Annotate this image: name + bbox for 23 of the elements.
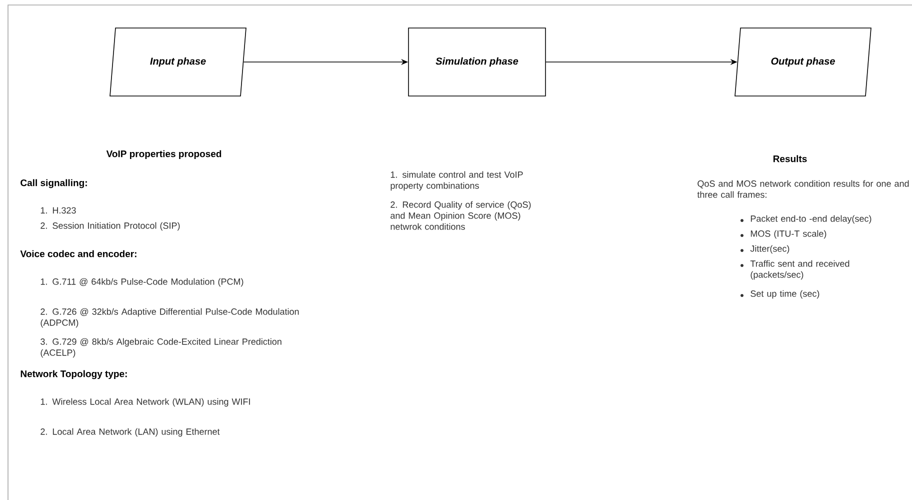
list-item: 2. Session Initiation Protocol (SIP)	[40, 222, 180, 231]
list-item: 2. G.726 @ 32kb/s Adaptive Differential Pulse-Code Modulation (ADPCM)	[40, 308, 299, 328]
bullet-item: MOS (ITU-T scale)	[740, 230, 826, 239]
bullet-item: Set up time (sec)	[740, 290, 820, 299]
list-item: 2. Record Quality of service (QoS) and Mean Opinion Score (MOS) netwrok conditions	[390, 201, 531, 230]
list-heading: Network Topology type:	[20, 370, 127, 380]
list-item: 3. G.729 @ 8kb/s Algebraic Code-Excited Linear Prediction (ACELP)	[40, 338, 282, 358]
bullet-item: Jitter(sec)	[740, 245, 790, 254]
paragraph: QoS and MOS network condition results for one and three call frames:	[697, 180, 909, 198]
list-item: 1. Wireless Local Area Network (WLAN) using WIFI	[40, 398, 250, 407]
list-item: 2. Local Area Network (LAN) using Ethernet	[40, 428, 220, 437]
bullet-item: Packet end-to -end delay(sec)	[740, 215, 872, 224]
parallelogram-box: Input phase	[110, 28, 246, 96]
list-item: 1. simulate control and test VoIP property combinations	[390, 171, 523, 191]
process-box: Simulation phase	[408, 28, 546, 96]
list-heading: Voice codec and encoder:	[20, 250, 136, 258]
section-heading: Results	[773, 155, 807, 162]
list-heading: Call signalling:	[20, 179, 87, 188]
list-item: 1. H.323	[40, 207, 76, 214]
section-heading: VoIP properties proposed	[106, 150, 222, 160]
bullet-item: Traffic sent and received (packets/sec)	[740, 260, 850, 280]
parallelogram-box: Output phase	[734, 28, 872, 96]
list-item: 1. G.711 @ 64kb/s Pulse-Code Modulation (PCM)	[40, 278, 244, 287]
